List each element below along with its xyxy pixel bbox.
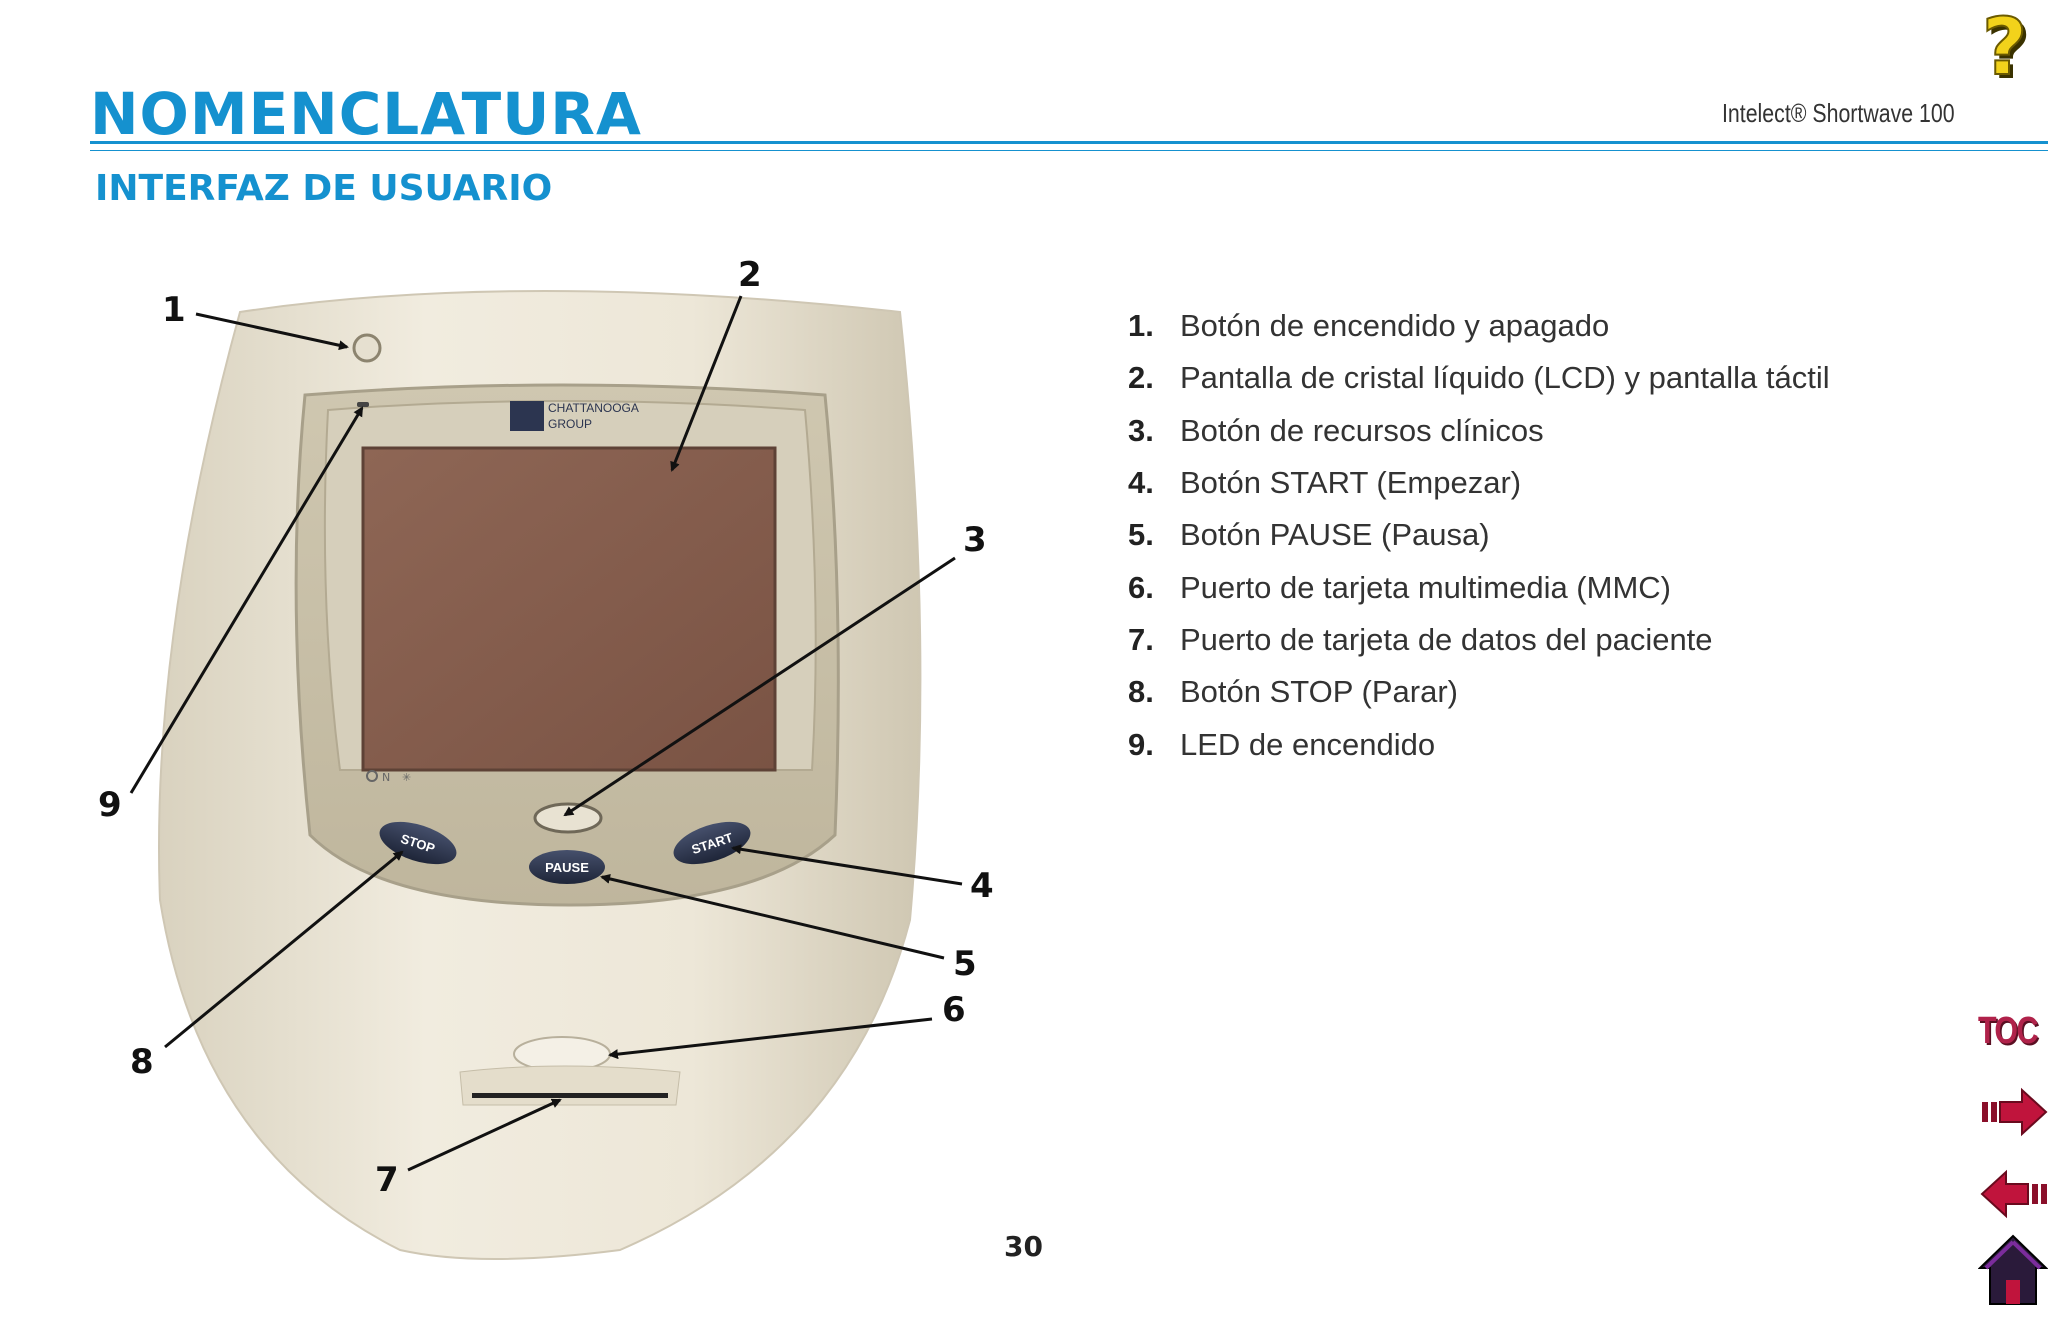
- leader-5: [600, 873, 945, 960]
- legend-number: 8.: [1128, 674, 1154, 710]
- arrow-right-icon[interactable]: [1982, 1086, 2048, 1138]
- header-divider: [90, 141, 2048, 144]
- legend-number: 6.: [1128, 569, 1154, 605]
- callout-9: 9: [98, 785, 122, 825]
- legend-number: 3.: [1128, 412, 1154, 448]
- svg-text:?: ?: [1986, 8, 2031, 88]
- page-number: 30: [1004, 1230, 1043, 1263]
- svg-text:✳: ✳: [402, 771, 411, 784]
- legend-number: 4.: [1128, 465, 1154, 501]
- legend-item: 1. Botón de encendido y apagado: [1128, 300, 1830, 352]
- legend-item: 8. Botón STOP (Parar): [1128, 666, 1830, 718]
- svg-text:?: ?: [1982, 8, 2027, 88]
- legend-text: Pantalla de cristal líquido (LCD) y pant…: [1180, 360, 1830, 396]
- home-icon[interactable]: [1978, 1232, 2048, 1308]
- power-led: [357, 402, 369, 407]
- header-divider-thin: [90, 150, 2048, 151]
- legend-number: 2.: [1128, 360, 1154, 396]
- callout-2: 2: [738, 255, 762, 295]
- legend-number: 1.: [1128, 308, 1154, 344]
- callout-8: 8: [130, 1042, 154, 1082]
- logo-mark: [510, 401, 544, 431]
- legend-item: 6. Puerto de tarjeta multimedia (MMC): [1128, 561, 1830, 613]
- legend-item: 5. Botón PAUSE (Pausa): [1128, 509, 1830, 561]
- section-title: INTERFAZ DE USUARIO: [95, 168, 553, 209]
- legend-text: LED de encendido: [1180, 726, 1436, 762]
- legend-number: 7.: [1128, 621, 1154, 657]
- leader-1: [195, 312, 349, 351]
- legend-number: 9.: [1128, 726, 1154, 762]
- legend-text: Botón PAUSE (Pausa): [1180, 517, 1490, 553]
- pause-button-label: PAUSE: [545, 860, 589, 875]
- page-title: NOMENCLATURA: [90, 80, 642, 148]
- legend-item: 2. Pantalla de cristal líquido (LCD) y pa…: [1128, 352, 1830, 404]
- device-illustration: CHATTANOOGA GROUP N ✳ STOP PAUSE START: [129, 290, 963, 1260]
- question-mark-icon[interactable]: ? ?: [1982, 8, 2048, 88]
- legend-item: 3. Botón de recursos clínicos: [1128, 405, 1830, 457]
- legend-text: Puerto de tarjeta de datos del paciente: [1180, 621, 1713, 657]
- component-legend: 1. Botón de encendido y apagado 2. Pantall…: [1128, 300, 1830, 771]
- legend-item: 9. LED de encendido: [1128, 718, 1830, 770]
- legend-number: 5.: [1128, 517, 1154, 553]
- arrow-left-icon[interactable]: [1980, 1168, 2048, 1220]
- legend-item: 7. Puerto de tarjeta de datos del pacient…: [1128, 614, 1830, 666]
- leader-4: [731, 844, 963, 886]
- leader-9: [129, 406, 364, 794]
- legend-text: Puerto de tarjeta multimedia (MMC): [1180, 569, 1671, 605]
- leader-2: [670, 295, 743, 472]
- legend-text: Botón de encendido y apagado: [1180, 308, 1610, 344]
- svg-text:N: N: [382, 771, 390, 784]
- callout-3: 3: [963, 520, 987, 560]
- product-name: Intelect® Shortwave 100: [1722, 98, 1955, 128]
- legend-text: Botón STOP (Parar): [1180, 674, 1458, 710]
- callout-1: 1: [162, 290, 186, 330]
- legend-text: Botón de recursos clínicos: [1180, 412, 1544, 448]
- callout-4: 4: [970, 866, 994, 906]
- legend-item: 4. Botón START (Empezar): [1128, 457, 1830, 509]
- lcd-screen: [361, 446, 777, 772]
- leader-8: [164, 850, 404, 1049]
- clinical-resources-button[interactable]: [533, 802, 603, 834]
- pause-button[interactable]: [529, 850, 605, 884]
- logo-line1: CHATTANOOGA: [548, 401, 639, 415]
- toc-button[interactable]: TOC: [1978, 1010, 2038, 1052]
- callout-6: 6: [942, 990, 966, 1030]
- logo-line2: GROUP: [548, 417, 592, 431]
- leader-6: [608, 1017, 933, 1060]
- power-button[interactable]: [352, 333, 382, 363]
- leader-3: [563, 556, 956, 817]
- leader-7: [407, 1098, 562, 1172]
- callout-5: 5: [953, 944, 977, 984]
- patient-card-slot[interactable]: [472, 1093, 668, 1098]
- legend-text: Botón START (Empezar): [1180, 465, 1522, 501]
- callout-7: 7: [375, 1160, 399, 1200]
